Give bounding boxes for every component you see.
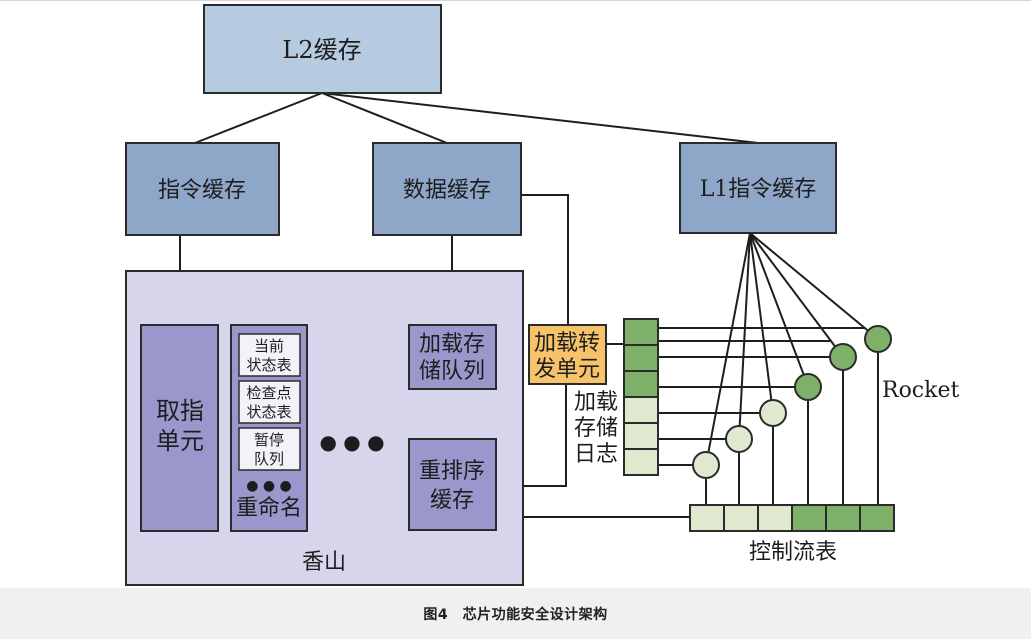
l1-instr-cache-box xyxy=(679,142,837,234)
rocket-node xyxy=(759,399,787,427)
pause-queue-line2: 队列 xyxy=(254,450,284,468)
data-cache-label: 数据缓存 xyxy=(403,178,491,203)
rocket-label: Rocket xyxy=(882,378,959,403)
current-state-table-cell xyxy=(238,333,301,377)
load-store-queue-box xyxy=(408,324,497,390)
fetch-unit-box xyxy=(140,324,219,532)
line-l2-data xyxy=(321,92,448,144)
load-store-log-stack xyxy=(623,318,659,476)
control-flow-table-label: 控制流表 xyxy=(749,540,837,565)
line-l1-node6 xyxy=(749,232,879,340)
rocket-node xyxy=(829,343,857,371)
rename-label: 重命名 xyxy=(236,496,302,521)
load-forward-unit-box xyxy=(528,324,607,385)
load-store-log-line3: 日志 xyxy=(574,442,618,467)
line-l1-node4 xyxy=(749,232,809,387)
load-forward-unit-line1: 加载转 xyxy=(534,331,600,356)
xiangshan-label: 香山 xyxy=(302,550,346,575)
diagram-area: L2缓存 指令缓存 数据缓存 L1指令缓存 香山 取指 单元 当前 状态表 检查… xyxy=(0,0,1031,586)
log-cell xyxy=(623,422,659,450)
current-state-table-line2: 状态表 xyxy=(246,356,291,374)
figure-caption: 图4 芯片功能安全设计架构 xyxy=(423,606,608,623)
rocket-node xyxy=(692,451,720,479)
log-cell xyxy=(623,344,659,372)
l2-cache-box xyxy=(203,4,442,94)
log-cell xyxy=(623,370,659,398)
cft-cell xyxy=(791,504,827,532)
checkpoint-state-table-cell xyxy=(238,380,301,424)
checkpoint-state-table-line2: 状态表 xyxy=(246,403,291,421)
core-ellipsis: ● ● ● xyxy=(319,430,384,454)
log-cell xyxy=(623,448,659,476)
log-cell xyxy=(623,318,659,346)
cft-cell xyxy=(859,504,895,532)
cft-cell xyxy=(723,504,759,532)
instr-cache-label: 指令缓存 xyxy=(158,178,246,203)
instr-cache-box xyxy=(125,142,280,236)
cft-cell xyxy=(757,504,793,532)
reorder-buffer-line1: 重排序 xyxy=(419,459,485,484)
rocket-nodes xyxy=(692,325,892,479)
pause-queue-cell xyxy=(238,427,301,471)
l2-cache-label: L2缓存 xyxy=(282,36,361,64)
line-l1-node2 xyxy=(738,232,751,440)
line-l1-node3 xyxy=(749,232,774,414)
line-l2-instr xyxy=(194,92,323,144)
pause-queue-line1: 暂停 xyxy=(254,431,284,449)
fetch-unit-label-line2: 单元 xyxy=(156,427,204,455)
load-store-queue-line2: 储队列 xyxy=(419,359,485,384)
l1-instr-cache-label: L1指令缓存 xyxy=(700,177,817,202)
line-l1-node1 xyxy=(705,232,751,466)
architecture-diagram: L2缓存 指令缓存 数据缓存 L1指令缓存 香山 取指 单元 当前 状态表 检查… xyxy=(125,4,959,586)
rocket-node xyxy=(725,425,753,453)
load-forward-unit-line2: 发单元 xyxy=(534,357,600,382)
checkpoint-state-table-line1: 检查点 xyxy=(246,384,291,402)
load-store-queue-line1: 加载存 xyxy=(419,332,485,357)
control-flow-table xyxy=(689,504,895,532)
cft-cell xyxy=(689,504,725,532)
rocket-node xyxy=(864,325,892,353)
load-store-log-line1: 加载 xyxy=(574,390,618,415)
load-store-log-line2: 存储 xyxy=(574,416,618,441)
line-l2-l1 xyxy=(321,92,759,144)
rocket-node xyxy=(794,373,822,401)
reorder-buffer-line2: 缓存 xyxy=(430,488,474,513)
data-cache-box xyxy=(372,142,522,236)
log-cell xyxy=(623,396,659,424)
cft-cell xyxy=(825,504,861,532)
caption-bar: 图4 芯片功能安全设计架构 xyxy=(0,588,1031,639)
line-data-forward xyxy=(521,194,569,325)
rename-ellipsis: ● ● ● xyxy=(246,478,292,494)
line-l1-node5 xyxy=(749,232,844,358)
connector-lines xyxy=(179,92,879,518)
current-state-table-line1: 当前 xyxy=(254,337,284,355)
fetch-unit-label-line1: 取指 xyxy=(156,397,204,425)
reorder-buffer-box xyxy=(408,438,497,531)
